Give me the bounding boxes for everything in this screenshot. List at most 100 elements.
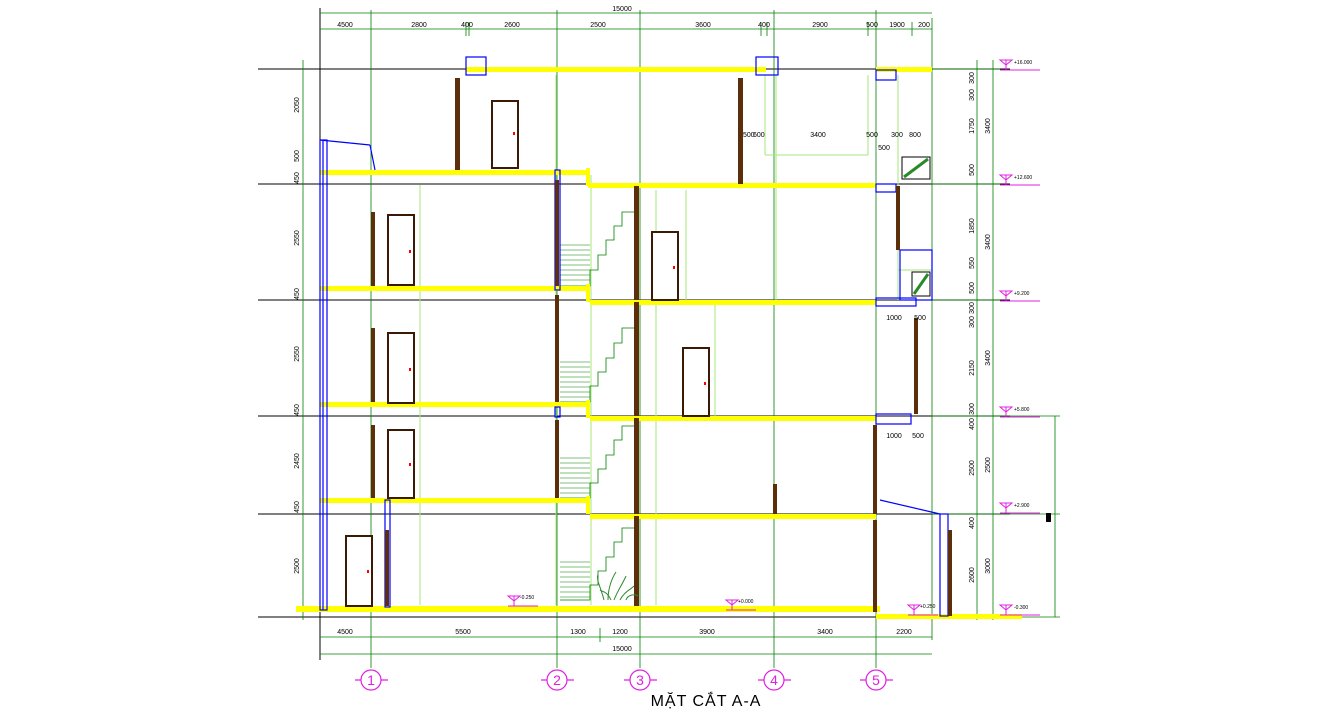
level-markers xyxy=(506,59,1040,616)
dim-right: 500 xyxy=(969,164,976,176)
dim-bottom: 4500 xyxy=(337,629,353,636)
dim-right-outer: 3400 xyxy=(985,118,992,134)
axis-bubbles xyxy=(355,669,893,691)
dim-misc: 300 xyxy=(891,132,903,139)
dim-misc: 1000 xyxy=(886,315,902,322)
stairs xyxy=(560,211,638,601)
dim-right: 2150 xyxy=(969,360,976,376)
dim-top-total: 15000 xyxy=(612,6,632,13)
axis-bubble-1 xyxy=(360,669,382,691)
dim-left: 450 xyxy=(294,404,301,416)
dim-left: 450 xyxy=(294,501,301,513)
level-label: +5.800 xyxy=(1014,407,1030,413)
dim-right-outer: 3400 xyxy=(985,350,992,366)
dim-right-outer: 3000 xyxy=(985,558,992,574)
dim-left: 500 xyxy=(294,150,301,162)
dim-top: 2900 xyxy=(812,22,828,29)
dim-misc: 500 xyxy=(878,145,890,152)
door-handles xyxy=(367,132,706,573)
axis-bubble-2 xyxy=(546,669,568,691)
axis-label-3: 3 xyxy=(636,672,644,688)
dim-left: 2050 xyxy=(294,97,301,113)
dim-right: 1750 xyxy=(969,118,976,134)
dim-misc: 500 xyxy=(914,315,926,322)
level-label: +12.600 xyxy=(1014,175,1032,181)
windows xyxy=(901,156,931,297)
slabs xyxy=(296,67,1022,619)
dim-top: 2500 xyxy=(590,22,606,29)
dim-right: 1850 xyxy=(969,218,976,234)
dim-misc: 3400 xyxy=(810,132,826,139)
dim-right: 400 xyxy=(969,517,976,529)
level-label: -0.300 xyxy=(1014,605,1028,611)
dim-top: 2600 xyxy=(504,22,520,29)
dim-bottom: 2200 xyxy=(896,629,912,636)
top-dimension-labels: 15000 4500 2800 400 2600 2500 3600 400 2… xyxy=(337,6,930,29)
dim-top: 4500 xyxy=(337,22,353,29)
top-dimensions xyxy=(320,12,932,36)
dim-top: 500 xyxy=(866,22,878,29)
level-label: +9.200 xyxy=(1014,291,1030,297)
dim-right: 400 xyxy=(969,418,976,430)
dim-left: 2500 xyxy=(294,558,301,574)
dim-left: 2550 xyxy=(294,346,301,362)
dim-bottom: 3900 xyxy=(699,629,715,636)
axis-label-4: 4 xyxy=(770,672,778,688)
dim-right-outer: 2500 xyxy=(985,457,992,473)
dim-right-outer: 3400 xyxy=(985,234,992,250)
dim-right: 2500 xyxy=(969,460,976,476)
dim-right: 300 xyxy=(969,72,976,84)
dim-right: 550 xyxy=(969,257,976,269)
bottom-dimensions xyxy=(320,628,932,655)
dim-left: 2450 xyxy=(294,453,301,469)
axis-bubble-3 xyxy=(629,669,651,691)
section-marker xyxy=(1046,513,1051,522)
level-label: +0.250 xyxy=(920,604,936,610)
dim-misc: 500 xyxy=(912,433,924,440)
axis-bubble-5 xyxy=(865,669,887,691)
dim-top: 400 xyxy=(758,22,770,29)
dim-bottom: 1300 xyxy=(570,629,586,636)
level-label: +0.000 xyxy=(738,599,754,605)
dim-misc: 1000 xyxy=(886,433,902,440)
dim-left: 450 xyxy=(294,172,301,184)
dim-top: 200 xyxy=(918,22,930,29)
timber-posts xyxy=(371,78,952,616)
dim-top: 1900 xyxy=(889,22,905,29)
level-label: +16.000 xyxy=(1014,60,1032,66)
dim-bottom: 5500 xyxy=(455,629,471,636)
level-labels: +16.000 +12.600 +9.200 +5.800 +2.900 -0.… xyxy=(520,60,1032,611)
axis-bubble-labels: 1 2 3 4 5 xyxy=(367,672,880,688)
dim-bottom: 3400 xyxy=(817,629,833,636)
dim-bottom: 1200 xyxy=(612,629,628,636)
dim-top: 2800 xyxy=(411,22,427,29)
axis-label-2: 2 xyxy=(553,672,561,688)
dim-misc: 500 xyxy=(866,132,878,139)
level-label: +2.900 xyxy=(1014,503,1030,509)
axis-label-1: 1 xyxy=(367,672,375,688)
bottom-dimension-labels: 4500 5500 1300 1200 3900 3400 2200 15000 xyxy=(337,629,912,653)
level-label: -0.250 xyxy=(520,595,534,601)
drawing-title: MẶT CẮT A-A xyxy=(651,691,762,710)
dim-right: 2600 xyxy=(969,567,976,583)
dim-top: 3600 xyxy=(695,22,711,29)
axis-bubble-4 xyxy=(763,669,785,691)
dim-left: 450 xyxy=(294,288,301,300)
axis-label-5: 5 xyxy=(872,672,880,688)
doors xyxy=(345,100,710,607)
plant xyxy=(597,571,639,601)
misc-dimension-labels: 500 600 3400 500 300 800 500 1000 500 10… xyxy=(743,132,926,440)
dim-right: 500 xyxy=(969,282,976,294)
dim-bottom-total: 15000 xyxy=(612,646,632,653)
dim-misc: 500 xyxy=(743,132,755,139)
left-dimension-labels: 2050 500 450 2550 450 2550 450 2450 450 … xyxy=(294,97,301,574)
dim-right: 300 xyxy=(969,89,976,101)
dim-left: 2550 xyxy=(294,230,301,246)
dim-right: 300 xyxy=(969,302,976,314)
right-dimension-labels: 300 300 1750 500 1850 550 500 300 300 21… xyxy=(969,72,992,583)
dim-right: 300 xyxy=(969,316,976,328)
dim-misc: 600 xyxy=(753,132,765,139)
dim-misc: 800 xyxy=(909,132,921,139)
dim-top: 400 xyxy=(461,22,473,29)
